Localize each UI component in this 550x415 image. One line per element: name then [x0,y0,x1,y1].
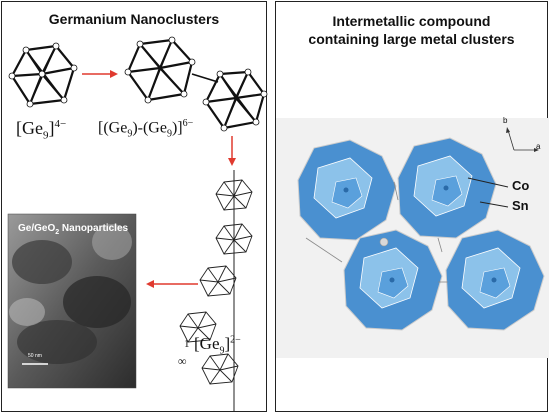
cluster-2 [397,137,497,239]
photo-title: Ge/GeO2 Nanoparticles [18,223,129,236]
cluster-3 [343,229,443,331]
cluster-4 [445,229,545,331]
formula-polymer-2minus: [Ge9]2− [194,334,241,357]
co-pointer [467,177,509,188]
arrow-left [146,280,198,288]
sn-pointer [479,201,509,208]
axis-label-a: a [536,142,541,151]
label-co: Co [512,178,530,193]
tem-photo [7,213,137,389]
formula-ge9-4minus: [Ge9]4− [16,118,67,142]
cluster-1 [297,139,397,241]
formula-polymer-pre: 1 [184,338,190,350]
ge9-cluster-dimer [124,36,268,132]
formula-polymer-infinity: ∞ [178,354,187,368]
ge9-polymer-chain [179,170,253,412]
formula-ge9-dimer-6minus: [(Ge9)-(Ge9)]6− [98,118,194,140]
metal-clusters [297,137,545,331]
right-panel-title: Intermetallic compound containing large … [308,13,515,47]
framework-lines [305,181,448,283]
axis-indicator [506,127,539,152]
central-atom [379,237,389,247]
germanium-diagram [7,36,268,412]
right-panel: Intermetallic compound containing large … [275,1,549,412]
ge9-cluster-single [8,42,78,108]
scale-label: 50 nm [28,353,42,359]
tem-photo-labels: Ge/GeO2 Nanoparticles 50 nm [8,214,136,388]
arrow-down [228,136,236,166]
left-panel-title: Germanium Nanoclusters [48,11,220,27]
label-sn: Sn [512,198,529,213]
left-panel: Germanium Nanoclusters [1,1,268,412]
axis-label-b: b [503,116,508,125]
arrow-right-1 [82,70,118,78]
crystal-structure-diagram [276,118,549,358]
